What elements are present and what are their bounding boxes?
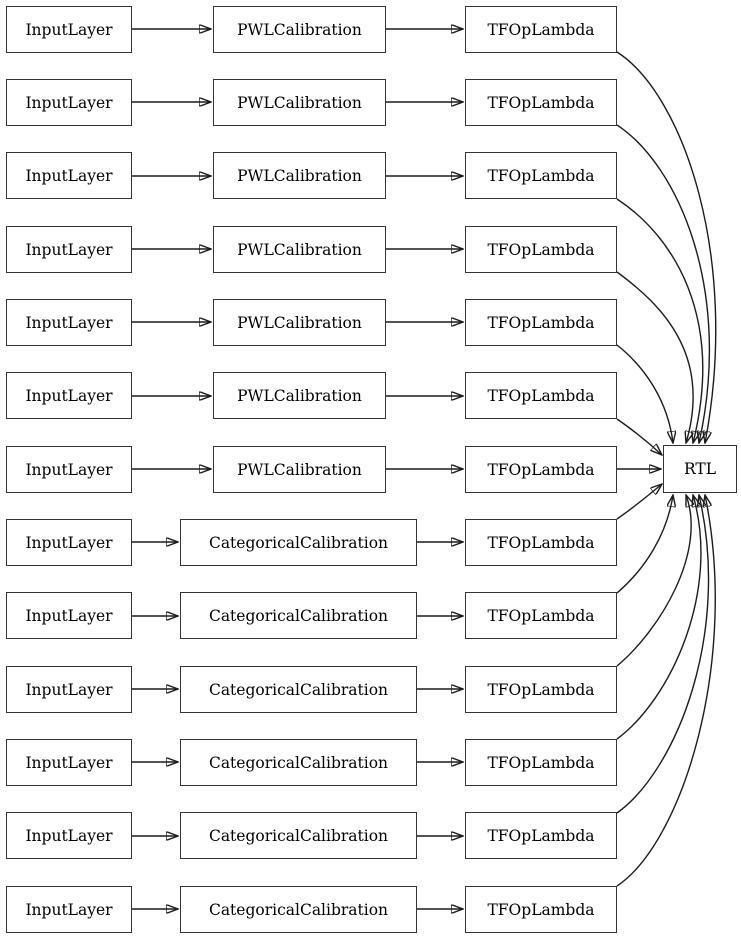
edge-lambda-rtl — [616, 495, 716, 887]
node-pwl-calibration: PWLCalibration — [213, 372, 386, 419]
node-categorical-calibration: CategoricalCalibration — [180, 739, 417, 786]
node-categorical-calibration: CategoricalCalibration — [180, 519, 417, 566]
node-tfop-lambda: TFOpLambda — [465, 666, 617, 713]
node-input-layer: InputLayer — [6, 226, 132, 273]
edge-lambda-rtl — [616, 344, 673, 443]
node-tfop-lambda: TFOpLambda — [465, 592, 617, 639]
node-input-layer: InputLayer — [6, 519, 132, 566]
node-input-layer: InputLayer — [6, 886, 132, 933]
node-tfop-lambda: TFOpLambda — [465, 739, 617, 786]
node-tfop-lambda: TFOpLambda — [465, 152, 617, 199]
node-rtl: RTL — [663, 445, 737, 493]
node-categorical-calibration: CategoricalCalibration — [180, 666, 417, 713]
node-tfop-lambda: TFOpLambda — [465, 226, 617, 273]
node-input-layer: InputLayer — [6, 372, 132, 419]
node-input-layer: InputLayer — [6, 666, 132, 713]
node-tfop-lambda: TFOpLambda — [465, 886, 617, 933]
node-categorical-calibration: CategoricalCalibration — [180, 886, 417, 933]
node-input-layer: InputLayer — [6, 79, 132, 126]
node-pwl-calibration: PWLCalibration — [213, 299, 386, 346]
node-categorical-calibration: CategoricalCalibration — [180, 812, 417, 859]
node-pwl-calibration: PWLCalibration — [213, 152, 386, 199]
node-input-layer: InputLayer — [6, 592, 132, 639]
edge-lambda-rtl — [616, 484, 662, 520]
node-pwl-calibration: PWLCalibration — [213, 446, 386, 493]
node-pwl-calibration: PWLCalibration — [213, 6, 386, 53]
node-input-layer: InputLayer — [6, 812, 132, 859]
node-tfop-lambda: TFOpLambda — [465, 299, 617, 346]
node-pwl-calibration: PWLCalibration — [213, 226, 386, 273]
node-categorical-calibration: CategoricalCalibration — [180, 592, 417, 639]
node-tfop-lambda: TFOpLambda — [465, 812, 617, 859]
node-input-layer: InputLayer — [6, 152, 132, 199]
edge-lambda-rtl — [616, 495, 691, 667]
edge-lambda-rtl — [616, 418, 662, 455]
node-pwl-calibration: PWLCalibration — [213, 79, 386, 126]
node-tfop-lambda: TFOpLambda — [465, 446, 617, 493]
node-input-layer: InputLayer — [6, 299, 132, 346]
node-tfop-lambda: TFOpLambda — [465, 372, 617, 419]
node-input-layer: InputLayer — [6, 6, 132, 53]
edge-lambda-rtl — [616, 495, 710, 814]
edge-lambda-rtl — [616, 495, 702, 740]
edge-lambda-rtl — [616, 198, 704, 443]
edge-lambda-rtl — [616, 271, 694, 443]
edge-lambda-rtl — [616, 495, 673, 594]
node-tfop-lambda: TFOpLambda — [465, 6, 617, 53]
edge-lambda-rtl — [616, 51, 717, 443]
node-input-layer: InputLayer — [6, 739, 132, 786]
node-tfop-lambda: TFOpLambda — [465, 79, 617, 126]
edge-lambda-rtl — [616, 124, 711, 443]
node-tfop-lambda: TFOpLambda — [465, 519, 617, 566]
node-input-layer: InputLayer — [6, 446, 132, 493]
